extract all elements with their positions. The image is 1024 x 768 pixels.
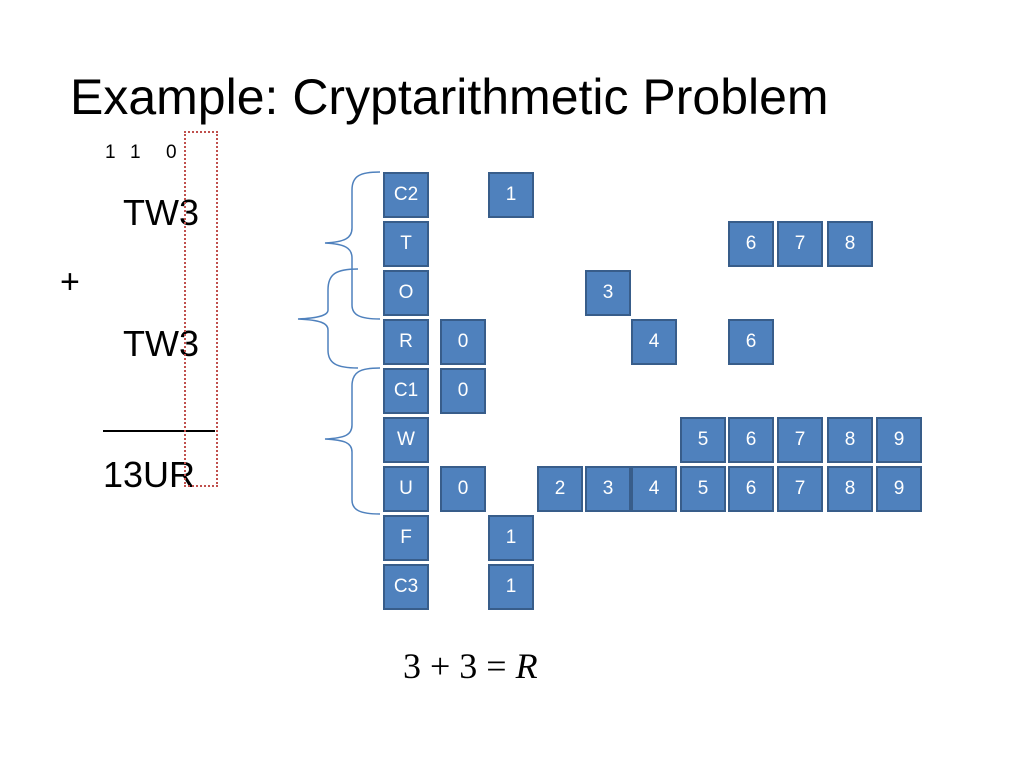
equation-variable: R	[515, 646, 538, 686]
domain-value-u-9: 9	[876, 466, 922, 512]
domain-value-u-3: 3	[585, 466, 631, 512]
carry-digit: 1	[130, 142, 141, 163]
addend-first: TW3	[123, 192, 199, 233]
domain-value-u-6: 6	[728, 466, 774, 512]
variable-label-t: T	[383, 221, 429, 267]
current-column-highlight	[184, 131, 218, 487]
variable-label-o: O	[383, 270, 429, 316]
domain-value-c3-1: 1	[488, 564, 534, 610]
domain-value-w-7: 7	[777, 417, 823, 463]
domain-value-w-5: 5	[680, 417, 726, 463]
carry-digit: 0	[166, 142, 177, 163]
domain-value-f-1: 1	[488, 515, 534, 561]
domain-value-c1-0: 0	[440, 368, 486, 414]
domain-value-u-2: 2	[537, 466, 583, 512]
variable-label-f: F	[383, 515, 429, 561]
addend-second: TW3	[123, 323, 199, 364]
domain-value-c2-1: 1	[488, 172, 534, 218]
domain-value-r-6: 6	[728, 319, 774, 365]
domain-value-u-7: 7	[777, 466, 823, 512]
domain-value-t-7: 7	[777, 221, 823, 267]
sum-result: 13UR	[103, 454, 196, 495]
equation-lhs: 3 + 3 =	[403, 646, 516, 686]
domain-value-t-6: 6	[728, 221, 774, 267]
slide-title: Example: Cryptarithmetic Problem	[70, 69, 829, 125]
domain-value-w-9: 9	[876, 417, 922, 463]
equation: 3 + 3 = R	[403, 644, 538, 688]
domain-value-w-8: 8	[827, 417, 873, 463]
domain-value-t-8: 8	[827, 221, 873, 267]
domain-value-r-4: 4	[631, 319, 677, 365]
variable-label-c3: C3	[383, 564, 429, 610]
sum-rule	[103, 430, 215, 432]
domain-value-u-0: 0	[440, 466, 486, 512]
variable-label-r: R	[383, 319, 429, 365]
variable-label-u: U	[383, 466, 429, 512]
domain-value-u-5: 5	[680, 466, 726, 512]
domain-value-w-6: 6	[728, 417, 774, 463]
domain-value-u-8: 8	[827, 466, 873, 512]
brace-c2-t-o	[324, 171, 381, 320]
variable-label-w: W	[383, 417, 429, 463]
domain-value-r-0: 0	[440, 319, 486, 365]
plus-sign: +	[60, 263, 80, 301]
variable-label-c1: C1	[383, 368, 429, 414]
domain-value-o-3: 3	[585, 270, 631, 316]
brace-o-r-c1	[297, 268, 359, 369]
carry-digit: 1	[105, 142, 116, 163]
brace-c1-w-u	[324, 367, 381, 515]
domain-value-u-4: 4	[631, 466, 677, 512]
variable-label-c2: C2	[383, 172, 429, 218]
